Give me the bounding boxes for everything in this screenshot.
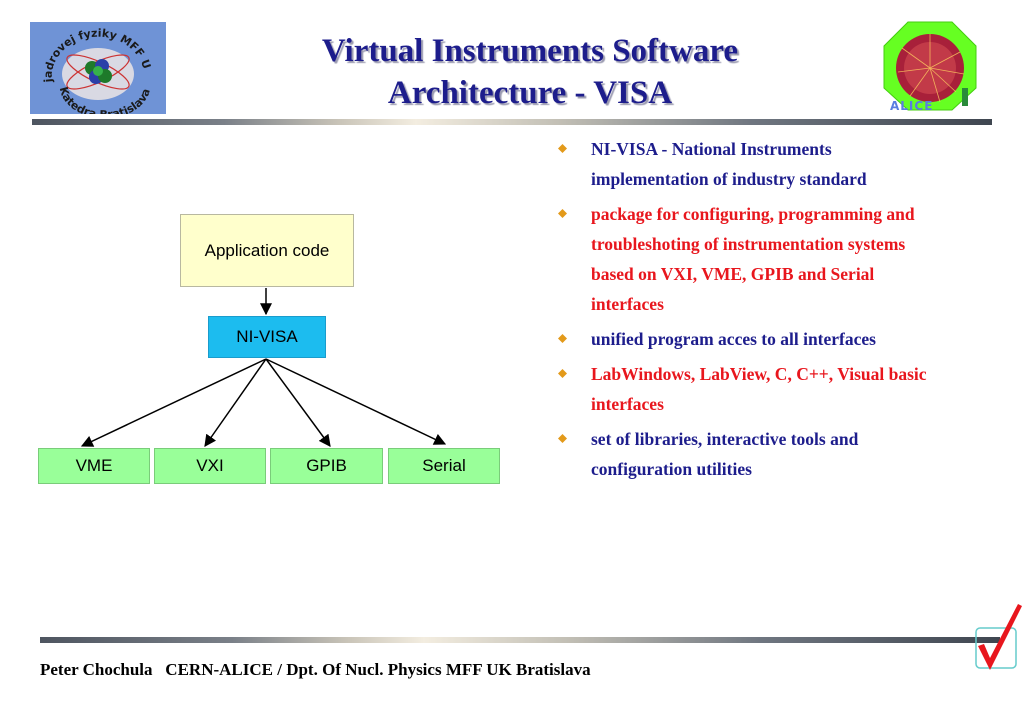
diamond-bullet-icon: [558, 144, 567, 153]
vme-box: VME: [38, 448, 150, 484]
serial-box: Serial: [388, 448, 500, 484]
bullet-text: LabWindows, LabView, C, C++, Visual basi…: [591, 364, 927, 414]
arrow-visa-to-gpib: [265, 358, 331, 447]
bullet-item: set of libraries, interactive tools and …: [558, 424, 928, 484]
diagram-arrows: [80, 288, 447, 447]
arrow-visa-to-vxi: [204, 358, 267, 447]
architecture-diagram: Application code NI-VISA VME VXI GPIB Se…: [0, 0, 520, 520]
diamond-bullet-icon: [558, 434, 567, 443]
slide-title: Virtual Instruments Software Architectur…: [230, 30, 830, 114]
bullet-item: LabWindows, LabView, C, C++, Visual basi…: [558, 359, 928, 419]
arrow-visa-to-vme: [80, 358, 267, 447]
title-line-1: Virtual Instruments Software: [321, 33, 739, 69]
footer-author: Peter Chochula: [40, 660, 153, 679]
bullet-item: NI-VISA - National Instruments implement…: [558, 134, 928, 194]
bullet-text: package for configuring, programming and…: [591, 204, 915, 314]
alice-logo-icon: ALICE: [880, 18, 980, 114]
diamond-bullet-icon: [558, 369, 567, 378]
bullet-text: NI-VISA - National Instruments implement…: [591, 139, 867, 189]
arrow-visa-to-serial: [265, 358, 447, 445]
title-line-2: Architecture - VISA: [387, 75, 673, 111]
alice-logo-text: ALICE: [890, 99, 933, 113]
footer: Peter Chochula CERN-ALICE / Dpt. Of Nucl…: [40, 660, 591, 680]
bullet-list: NI-VISA - National Instruments implement…: [558, 134, 928, 489]
bottom-divider: [40, 637, 1000, 643]
red-checkmark-icon: [968, 600, 1023, 678]
application-code-box: Application code: [180, 214, 354, 287]
vxi-box: VXI: [154, 448, 266, 484]
gpib-box: GPIB: [270, 448, 383, 484]
top-divider: [32, 119, 992, 125]
bullet-item: unified program acces to all interfaces: [558, 324, 928, 354]
footer-affiliation: CERN-ALICE / Dpt. Of Nucl. Physics MFF U…: [165, 660, 591, 679]
diamond-bullet-icon: [558, 209, 567, 218]
bullet-text: set of libraries, interactive tools and …: [591, 429, 859, 479]
bullet-item: package for configuring, programming and…: [558, 199, 928, 319]
bullet-text: unified program acces to all interfaces: [591, 329, 876, 349]
ni-visa-box: NI-VISA: [208, 316, 326, 358]
department-logo-icon: jadrovej fyziky MFF UK Katedra Bratislav…: [30, 22, 166, 114]
diamond-bullet-icon: [558, 334, 567, 343]
